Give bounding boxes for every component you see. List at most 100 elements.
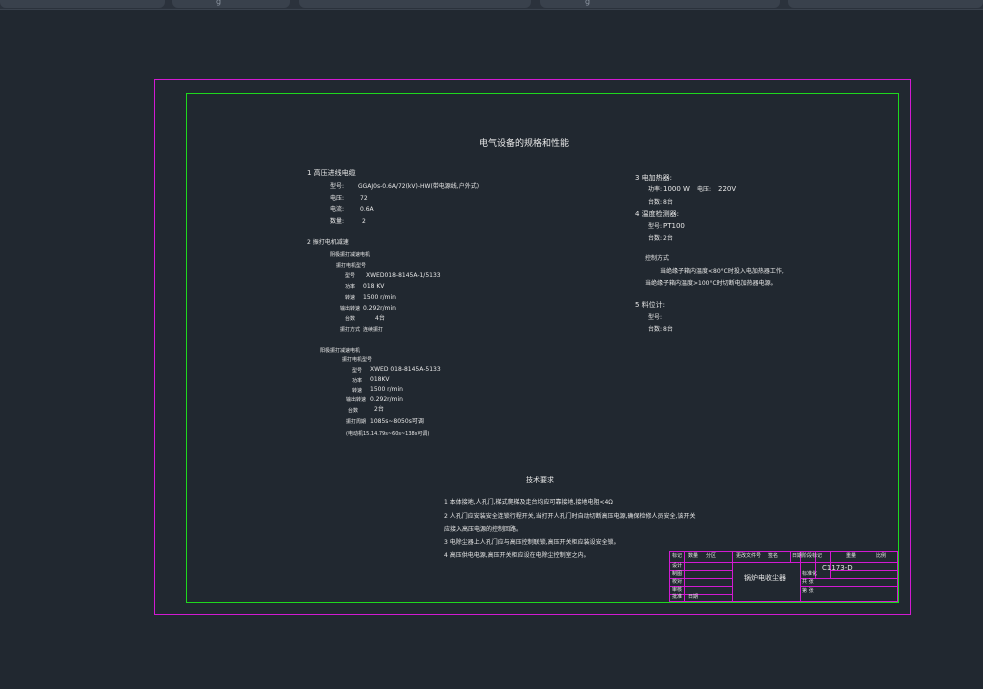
spec-value: 220V (718, 185, 737, 193)
spec-label: 电压: (697, 186, 712, 193)
spec-label: 电流: (330, 206, 345, 213)
spec-value: 018KV (370, 376, 390, 383)
document-tab-1[interactable] (0, 0, 165, 8)
spec-value: 2台 (374, 406, 384, 413)
document-tab-3[interactable] (299, 0, 531, 8)
tb-line (800, 586, 897, 587)
section-2-heading: 2 振打电机减速 (307, 239, 349, 246)
drawing-frame (186, 93, 899, 603)
spec-value: 2 (362, 218, 366, 225)
spec-label: 型号: (648, 314, 663, 321)
spec-value: 72 (360, 195, 368, 202)
section-5-heading: 5 料位计: (635, 301, 666, 309)
drawing-title: 电气设备的规格和性能 (479, 139, 570, 149)
tb-header: 签名 (768, 553, 779, 559)
spec-label: 转速 (345, 295, 356, 301)
spec-label: 输出转速 (346, 397, 367, 403)
spec-value: 8台 (663, 326, 673, 333)
tb-line (800, 578, 897, 579)
tab-label: g (585, 0, 591, 6)
spec-label: 振打方式 (340, 327, 361, 333)
group-subtitle: 振打电机型号 (336, 263, 367, 269)
spec-label: 输出转速 (340, 306, 361, 312)
spec-note: (电动机15.14.79s~60s~138s可调) (346, 431, 430, 437)
tb-row-label: 设计 (672, 563, 683, 569)
drawing-name: 锅炉电收尘器 (744, 574, 786, 582)
tb-row-label: 制图 (672, 571, 683, 577)
tb-line (670, 594, 732, 595)
tb-cell: 第 张 (802, 588, 814, 594)
spec-label: 台数: (648, 199, 663, 206)
control-line: 当绝缘子箱内温度<80°C时投入电加热器工作, (660, 268, 784, 275)
tech-item: 1 本体接地,人孔门,梯式爬梯及走台均应可靠接地,接地电阻<4Ω (444, 499, 613, 506)
spec-label: 功率 (352, 378, 363, 384)
spec-label: 台数: (648, 326, 663, 333)
spec-label: 数量: (330, 218, 345, 225)
tb-header: 数量 (688, 553, 699, 559)
drawing-number: C1173-D (822, 564, 853, 572)
spec-label: 台数: (648, 235, 663, 242)
spec-value: GGAJ0s-0.6A/72(kV)-HW(带电源线,户外式) (358, 183, 480, 190)
spec-label: 振打周期 (346, 419, 367, 425)
spec-value: 0.292r/min (370, 396, 403, 403)
tb-header: 更改文件号 (736, 553, 762, 559)
tb-line (670, 562, 897, 563)
spec-value: 1500 r/min (363, 294, 396, 301)
document-tab-2[interactable]: g (172, 0, 290, 8)
tech-item: 2 人孔门应安装安全连锁行程开关,当打开人孔门时自动切断高压电源,确保检修人员安… (444, 513, 696, 520)
spec-label: 型号 (352, 368, 363, 374)
section-3-heading: 3 电加热器: (635, 174, 673, 182)
tb-line (670, 586, 732, 587)
tech-item: 3 电除尘器上人孔门应与高压控制联锁,高压开关柜应装设安全锁。 (444, 539, 620, 546)
tech-item: 应接入高压电源的控制回路。 (444, 526, 523, 533)
spec-value: 1085s~8050s可调 (370, 418, 424, 425)
spec-value: 1000 W (663, 185, 690, 193)
tb-header: 分区 (706, 553, 717, 559)
spec-label: 台数 (348, 408, 359, 414)
tb-line (670, 578, 732, 579)
tb-line (732, 552, 733, 601)
group-title: 阴极振打减速电机 (330, 252, 371, 258)
spec-value: 连续振打 (363, 327, 384, 333)
tb-header: 比例 (876, 553, 887, 559)
tech-item: 4 高压供电电源,高压开关柜应设在电除尘控制室之内。 (444, 552, 590, 559)
spec-value: 1500 r/min (370, 386, 403, 393)
tb-header: 重量 (846, 553, 857, 559)
spec-value: 0.292r/min (363, 305, 396, 312)
tb-line (790, 552, 791, 562)
group-subtitle: 振打电机型号 (342, 357, 373, 363)
tb-line (830, 570, 897, 571)
tb-line (815, 552, 816, 578)
spec-value: 0.6A (360, 206, 374, 213)
control-heading: 控制方式 (645, 255, 670, 262)
title-block: 标记 数量 分区 更改文件号 签名 日期 阶段标记 重量 比例 设计 制图 校对… (669, 551, 898, 602)
document-tab-5[interactable] (788, 0, 983, 8)
spec-value: XWED 018-8145A-5133 (370, 366, 441, 373)
sheet-border (154, 79, 911, 615)
spec-label: 型号: (648, 223, 663, 230)
tb-header: 标记 (672, 553, 683, 559)
tb-line (800, 552, 801, 601)
tb-cell: 标准化 (802, 571, 818, 577)
tb-row-label: 审核 (672, 587, 683, 593)
tab-label: g (216, 0, 222, 6)
tb-row-label: 校对 (672, 579, 683, 585)
spec-value: 4台 (375, 315, 385, 322)
tb-cell: 共 张 (802, 579, 814, 585)
spec-label: 功率 (345, 284, 356, 290)
spec-label: 功率: (648, 186, 663, 193)
group-title: 阳极振打减速电机 (320, 348, 361, 354)
section-1-heading: 1 高压进线电缆 (307, 169, 356, 177)
control-line: 当绝缘子箱内温度>100°C时切断电加热器电源。 (645, 280, 777, 287)
tech-heading: 技术要求 (526, 476, 554, 484)
tb-line (830, 552, 831, 578)
spec-value: 2台 (663, 235, 673, 242)
tb-line (684, 552, 685, 601)
spec-value: XWED018-8145A-1/5133 (366, 272, 441, 279)
spec-value: 8台 (663, 199, 673, 206)
spec-value: 018 KV (363, 283, 385, 290)
document-tab-4[interactable]: g (540, 0, 780, 8)
spec-label: 电压: (330, 195, 345, 202)
spec-label: 型号 (345, 273, 356, 279)
spec-label: 型号: (330, 183, 345, 190)
